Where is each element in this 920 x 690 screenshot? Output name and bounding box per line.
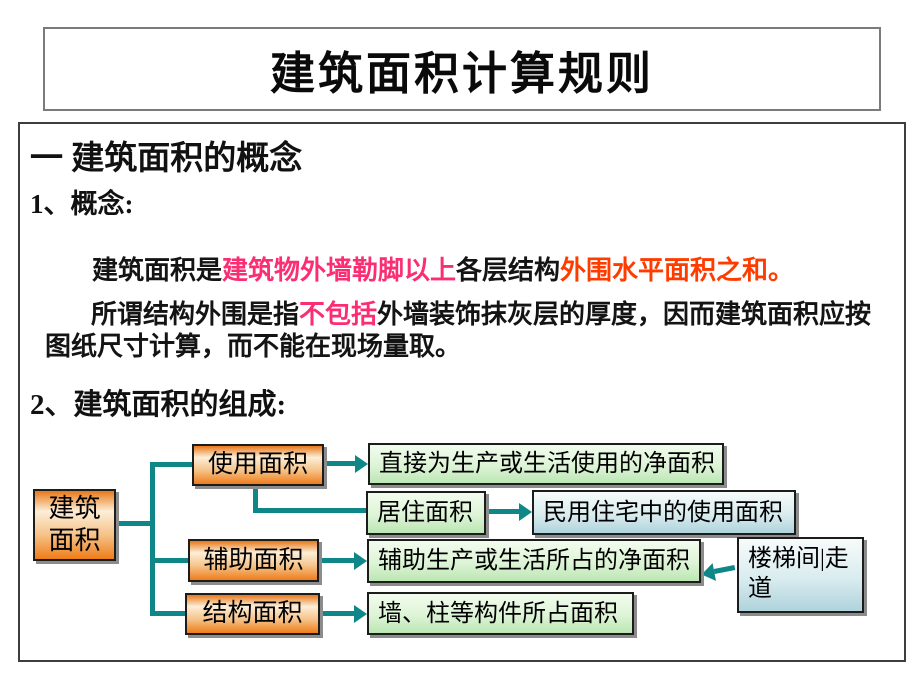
use-desc-label: 直接为生产或生活使用的净面积 (379, 451, 715, 477)
diagram-node-use-area: 使用面积 (192, 444, 324, 486)
diagram-node-struct-area: 结构面积 (185, 593, 320, 635)
definition-segment: 建筑面积是 (92, 256, 223, 285)
diagram-node-use-desc: 直接为生产或生活使用的净面积 (368, 443, 724, 485)
living-desc-label: 民用住宅中的使用面积 (543, 499, 783, 526)
diagram-node-living-desc: 民用住宅中的使用面积 (532, 490, 796, 535)
arrow-struct-to-desc (322, 604, 367, 623)
aux-desc-label: 辅助生产或生活所占的净面积 (378, 548, 690, 574)
diagram-root-label: 建筑面积 (48, 493, 101, 556)
definition-segment-highlight-pink: 建筑物外墙勒脚以上 (222, 256, 457, 285)
note-segment: 所谓结构外围是指 (91, 300, 300, 329)
composition-label: 2、建筑面积的组成: (30, 389, 287, 421)
arrow-aux-to-desc (321, 551, 367, 570)
definition-paragraph: 建筑面积是建筑物外墙勒脚以上各层结构外围水平面积之和。 (92, 255, 892, 287)
note-segment-highlight-pink: 不包括 (299, 300, 378, 329)
struct-desc-label: 墙、柱等构件所占面积 (378, 600, 618, 627)
connector-root-to-spine (115, 521, 153, 526)
aux-example-label: 楼梯间|走道 (748, 546, 849, 602)
note-paragraph: 所谓结构外围是指不包括外墙装饰抹灰层的厚度，因而建筑面积应按图纸尺寸计算，而不能… (45, 299, 879, 363)
connector-use-to-living-horizontal (253, 508, 366, 513)
connector-use-to-living-vertical (253, 486, 258, 513)
diagram-node-living-area: 居住面积 (366, 491, 486, 535)
connector-spine (150, 462, 155, 616)
diagram-node-struct-desc: 墙、柱等构件所占面积 (367, 592, 634, 635)
definition-segment: 各层结构 (456, 256, 561, 285)
aux-area-label: 辅助面积 (203, 546, 304, 574)
diagram-node-aux-example: 楼梯间|走道 (737, 537, 864, 613)
connector-branch-struct (153, 611, 188, 616)
diagram-node-aux-desc: 辅助生产或生活所占的净面积 (367, 539, 701, 583)
diagram-root-node: 建筑面积 (33, 489, 116, 561)
use-area-label: 使用面积 (207, 451, 308, 479)
connector-branch-use (153, 462, 193, 467)
note-segment: 外墙装饰抹灰层的厚度，因而建筑面积应按图纸尺寸计算，而不能在现场量取。 (45, 300, 872, 361)
struct-area-label: 结构面积 (202, 600, 303, 628)
connector-branch-aux (153, 558, 189, 563)
slide-title-box: 建筑面积计算规则 (43, 27, 881, 111)
arrow-use-to-desc (326, 454, 368, 473)
arrow-living-to-desc (488, 502, 532, 521)
section-heading: 一 建筑面积的概念 (30, 141, 303, 177)
slide-title: 建筑面积计算规则 (269, 48, 654, 99)
concept-label: 1、概念: (30, 189, 134, 219)
diagram-node-aux-area: 辅助面积 (188, 539, 319, 582)
living-area-label: 居住面积 (377, 500, 473, 526)
definition-segment-highlight-orange: 外围水平面积之和。 (560, 256, 795, 285)
content-box (18, 122, 906, 662)
